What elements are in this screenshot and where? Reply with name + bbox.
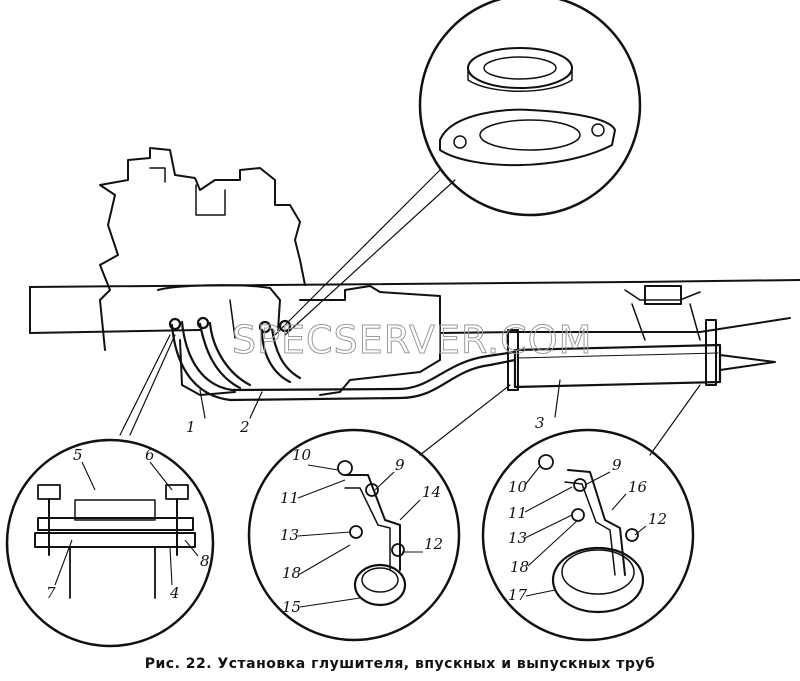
label-13-large: 13 [508, 529, 527, 547]
leader-lines [119, 169, 701, 456]
label-2: 2 [239, 418, 250, 436]
flange-detail-circle [5, 438, 215, 648]
label-11-small: 11 [280, 489, 299, 507]
watermark-text: SPECSERVER.COM [232, 318, 592, 362]
label-9-small: 9 [395, 456, 405, 474]
label-18-small: 18 [282, 564, 301, 582]
label-14: 14 [422, 483, 441, 501]
label-1: 1 [186, 418, 196, 436]
label-16: 16 [628, 478, 648, 496]
label-18-large: 18 [510, 558, 529, 576]
label-8: 8 [200, 552, 210, 570]
gasket-detail-circle [418, 0, 642, 217]
label-12-large: 12 [648, 510, 667, 528]
figure-caption: Рис. 22. Установка глушителя, впускных и… [144, 656, 656, 672]
large-clamp-detail-circle [481, 428, 695, 642]
label-6: 6 [145, 446, 155, 464]
label-13-small: 13 [280, 526, 299, 544]
label-4: 4 [169, 584, 180, 602]
frame-rail [29, 279, 800, 341]
label-17: 17 [508, 586, 528, 604]
label-10-small: 10 [292, 446, 312, 464]
exhaust-pipes [168, 316, 517, 402]
muffler [507, 319, 776, 391]
label-7: 7 [46, 584, 56, 602]
label-5: 5 [73, 446, 83, 464]
label-leaders [54, 461, 647, 608]
label-9-large: 9 [612, 456, 622, 474]
part-labels: 1 2 3 5 6 7 4 8 10 9 11 14 13 12 18 15 1… [46, 414, 667, 616]
label-12-small: 12 [424, 535, 443, 553]
label-11-large: 11 [508, 504, 527, 522]
small-clamp-detail-circle [247, 428, 461, 642]
label-10-large: 10 [508, 478, 528, 496]
label-15: 15 [282, 598, 301, 616]
label-3: 3 [535, 414, 545, 432]
